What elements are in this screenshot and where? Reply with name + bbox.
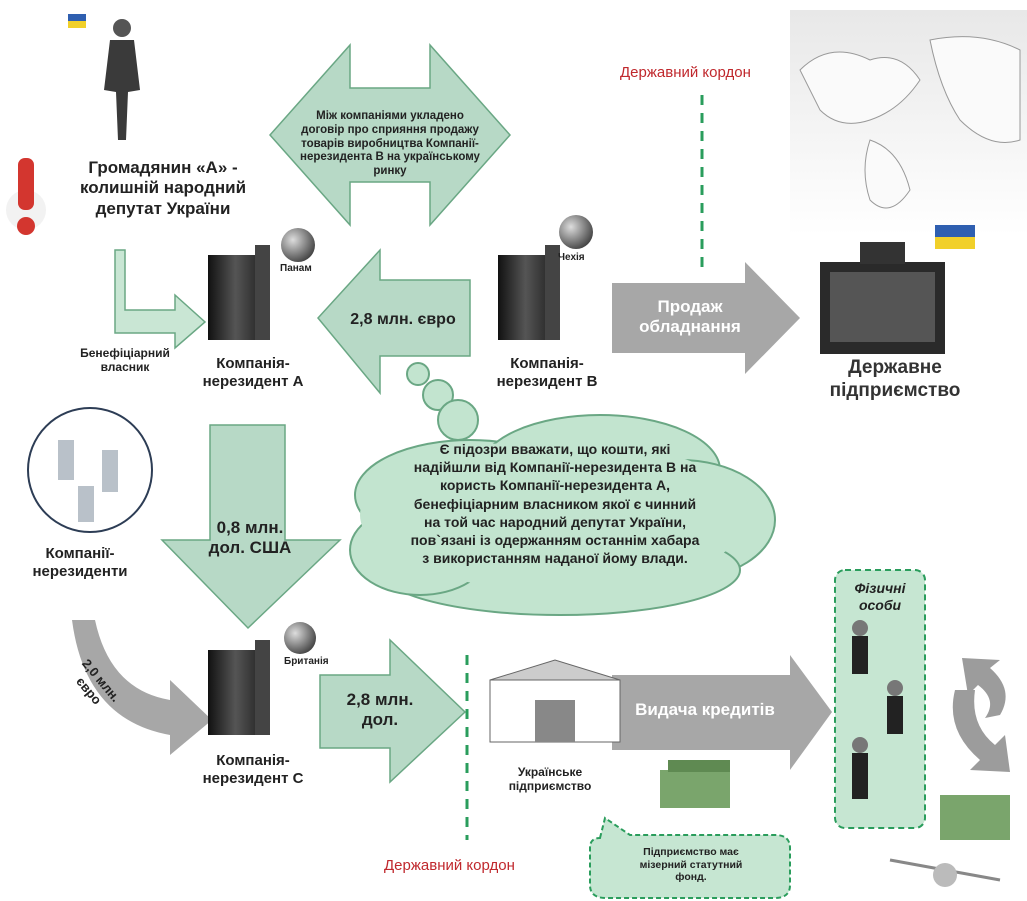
ukraine-flag-state-icon [935,225,975,249]
agreement-text: Між компаніями укладено договір про спри… [300,110,480,179]
suspicion-line: надійшли від Компанії-нерезидента В на [413,459,697,476]
ukraine-flag-icon-lower [68,21,86,28]
beneficiary-line-1: Бенефіціарний [80,346,170,360]
amount-28-usd-label: 2,8 млн. дол. [335,690,425,731]
arrow-20-eur [72,620,212,755]
agreement-line: Між компаніями укладено [316,110,464,122]
panama-label: Панам [280,263,312,274]
sale-line-2: обладнання [639,317,741,337]
suspicion-line: на той час народний депутат України, [424,513,686,530]
credits-arrow [612,655,832,770]
agreement-line: нерезидента В на українському [300,151,480,164]
company-b-line-1: Компанія- [510,355,584,372]
beneficiary-arrow [114,249,207,350]
citizen-line-3: депутат України [95,198,231,218]
company-c-line-2: нерезидент С [202,770,304,787]
arrow-28-eur [317,248,471,396]
suspicion-line: з використанням наданої йому влади. [422,550,688,567]
ukr-enterprise-label: Українське підприємство [485,765,615,794]
britain-label: Британія [284,656,329,667]
sale-line-1: Продаж [657,297,723,316]
amount-28-usd-line-1: 2,8 млн. [346,690,414,709]
company-a-label: Компанія- нерезидент А [188,355,318,391]
agreement-line: товарів виробництва Компанії- [301,137,479,150]
person-icon-3 [852,737,868,799]
callout-line-2: мізерний статутний [639,858,743,871]
nonresidents-line-2: нерезиденти [32,563,128,580]
amount-28-usd-line-2: дол. [361,710,399,730]
suspicion-line: бенефіціарним власником якої є чинний [413,495,697,512]
building-b-icon [498,245,560,340]
nonresidents-line-1: Компанії- [45,545,115,562]
callout-line-1: Підприємство має [643,846,739,858]
person-icon-1 [852,620,868,674]
state-enterprise-building-icon [820,242,945,354]
amount-08-label: 0,8 млн. дол. США [195,518,305,559]
panama-flag-icon [281,228,315,262]
czech-label: Чехія [558,252,585,263]
sale-arrow-label: Продаж обладнання [625,297,755,338]
company-c-label: Компанія- нерезидент С [188,752,318,788]
suspicion-text: Є підозри вважати, що кошти, які надійшл… [370,440,740,567]
individuals-line-2: особи [858,596,902,613]
agreement-line: ринку [373,165,407,178]
exclamation-icon [6,158,46,235]
citizen-line-1: Громадянин «А» - [88,158,238,177]
czech-flag-icon [559,215,593,249]
refresh-icon [952,658,1010,772]
beneficiary-label: Бенефіціарний власник [70,346,180,375]
person-icon-2 [887,680,903,734]
agreement-line: договір про сприяння продажу [301,123,479,136]
citizen-label: Громадянин «А» - колишній народний депут… [58,158,268,219]
money-scale-icon [889,795,1010,887]
ukraine-flag-icon [68,14,86,21]
company-c-line-1: Компанія- [216,752,290,769]
nonresidents-circle [27,407,153,533]
state-enterprise-line-2: підприємство [829,379,961,401]
capital-callout-text: Підприємство має мізерний статутний фонд… [598,846,784,884]
suspicion-line: користь Компанії-нерезидента А, [440,477,670,494]
ukr-enterprise-building-icon [489,659,621,743]
company-a-line-2: нерезидент А [202,373,304,390]
border-label-top: Державний кордон [620,64,751,81]
state-enterprise-label: Державне підприємство [820,357,970,403]
arrow-28-usd [319,638,467,784]
individuals-label: Фізичні особи [838,580,922,614]
money-stack-icon [660,760,730,808]
sale-arrow [612,262,800,374]
suspicion-cloud-inner [360,440,750,590]
amount-08-line-1: 0,8 млн. [216,518,284,537]
state-enterprise-line-1: Державне [848,357,942,378]
suspicion-line: Є підозри вважати, що кошти, які [439,441,671,457]
border-label-bottom: Державний кордон [384,857,515,874]
building-c-icon [208,640,270,735]
amount-28-eur-label: 2,8 млн. євро [350,311,456,328]
building-a-icon [208,245,270,340]
nonresidents-label: Компанії- нерезиденти [20,545,140,581]
agreement-double-arrow [268,43,512,227]
world-map-image [790,10,1027,235]
company-b-line-2: нерезидент В [496,373,598,390]
company-a-line-1: Компанія- [216,355,290,372]
amount-08-line-2: дол. США [208,538,292,558]
callout-line-3: фонд. [675,871,707,884]
credits-arrow-label: Видача кредитів [635,700,775,719]
company-b-label: Компанія- нерезидент В [482,355,612,391]
individuals-line-1: Фізичні [854,580,906,596]
ukr-enterprise-line-2: підприємство [508,779,592,794]
arrow-08-usd [160,424,342,630]
uk-flag-icon [284,622,316,654]
suspicion-line: пов`язані із одержанням останнім хабара [410,531,700,548]
citizen-figure-icon [104,19,140,140]
ukr-enterprise-line-1: Українське [517,765,583,779]
citizen-line-2: колишній народний [79,178,247,198]
capital-callout [589,816,791,899]
beneficiary-line-2: власник [100,360,150,375]
